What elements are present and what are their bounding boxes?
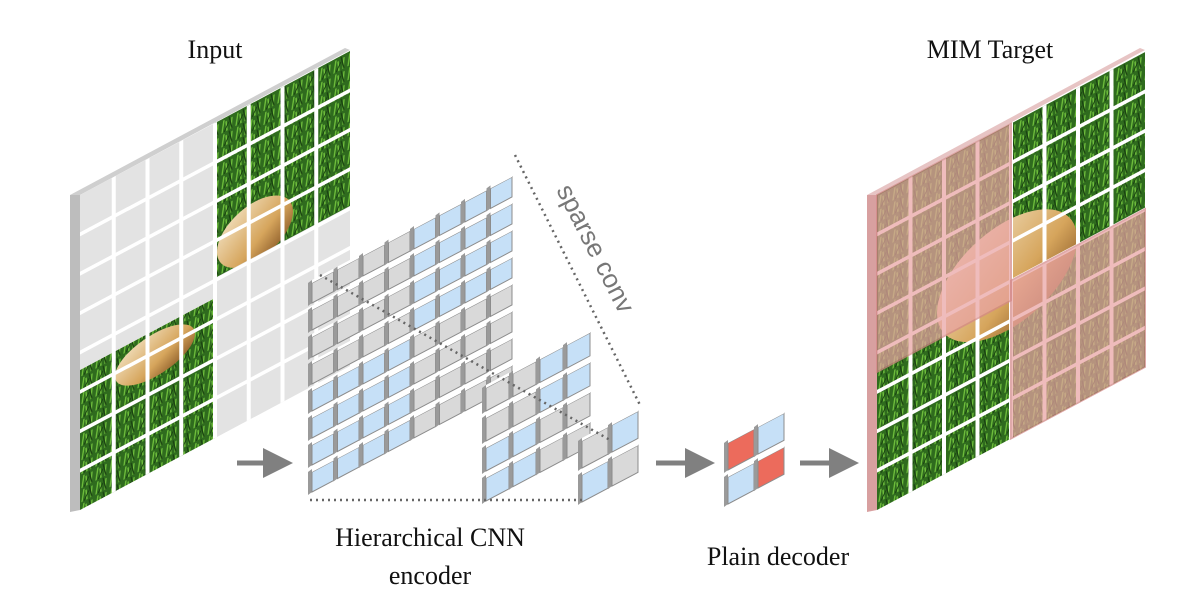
decoder-cell — [724, 460, 755, 507]
encoder-cell-s1 — [486, 174, 513, 212]
encoder-cell-s1 — [359, 322, 385, 360]
encoder-cell-s1 — [486, 255, 513, 293]
encoder-cell-s1 — [461, 187, 487, 225]
encoder-cell-s3 — [608, 442, 639, 490]
encoder-cell-s1 — [333, 282, 360, 320]
mim-target-label: MIM Target — [927, 35, 1054, 64]
encoder-cell-s1 — [461, 268, 487, 306]
encoder-cell-s1 — [435, 228, 462, 266]
encoder-cell-s1 — [333, 309, 360, 347]
encoder-stage-2 — [482, 329, 591, 504]
encoder-cell-s1 — [333, 390, 360, 428]
encoder-cell-s1 — [333, 336, 360, 374]
encoder-cell-s1 — [486, 228, 513, 266]
encoder-cell-s1 — [461, 295, 487, 333]
decoder-block — [724, 410, 785, 507]
encoder-cell-s2 — [536, 404, 564, 446]
encoder-cell-s1 — [461, 322, 487, 360]
sparse-conv-label: sparse conv — [551, 179, 641, 318]
encoder-cell-s1 — [359, 349, 385, 387]
encoder-cell-s1 — [461, 214, 487, 252]
encoder-cell-s1 — [333, 363, 360, 401]
input-grid — [80, 67, 350, 494]
mim-target-image — [867, 48, 1146, 512]
encoder-cell-s1 — [384, 417, 411, 455]
decoder-label: Plain decoder — [707, 542, 850, 571]
encoder-guides — [310, 154, 642, 502]
input-panel-top-edge — [70, 48, 350, 195]
target-panel-face — [876, 52, 1146, 510]
encoder-cell-s1 — [486, 201, 513, 239]
encoder-stage-3 — [578, 408, 639, 505]
encoder-cell-s1 — [333, 417, 360, 455]
encoder-cell-s2 — [563, 329, 591, 372]
encoder-cell-s2 — [482, 462, 510, 504]
encoder-cell-s2 — [482, 372, 510, 414]
encoder-cell-s1 — [359, 241, 385, 279]
encoder-label-line2: encoder — [389, 561, 472, 590]
encoder-cell-s1 — [308, 457, 334, 495]
decoder-cell — [754, 410, 785, 458]
input-panel-edge — [70, 195, 80, 512]
encoder-stage-1 — [308, 174, 513, 495]
encoder-cell-s1 — [384, 282, 411, 320]
encoder-cell-s1 — [435, 255, 462, 293]
encoder-cell-s1 — [486, 336, 513, 374]
encoder-cell-s1 — [384, 255, 411, 293]
encoder-cell-s3 — [608, 408, 639, 456]
target-overlay-top-left — [876, 122, 1012, 374]
target-panel-top-edge — [867, 48, 1145, 195]
encoder-cell-s1 — [486, 309, 513, 347]
encoder-cell-s2 — [482, 432, 510, 474]
encoder-cell-s3 — [578, 458, 609, 505]
encoder-cell-s1 — [410, 241, 436, 279]
encoder-cell-s2 — [563, 419, 591, 462]
encoder-cell-s3 — [578, 424, 609, 471]
encoder-cell-s2 — [563, 389, 591, 432]
encoder-cell-s1 — [384, 336, 411, 374]
input-label: Input — [188, 35, 244, 64]
encoder-cell-s1 — [333, 444, 360, 482]
target-panel-edge — [867, 195, 877, 512]
encoder-cell-s2 — [509, 418, 537, 460]
encoder-cell-s1 — [486, 282, 513, 320]
encoder-cell-s2 — [509, 388, 537, 430]
encoder-cell-s1 — [384, 309, 411, 347]
encoder-cell-s1 — [384, 363, 411, 401]
encoder-cell-s1 — [435, 390, 462, 428]
encoder-cell-s1 — [410, 214, 436, 252]
encoder-cell-s2 — [536, 434, 564, 476]
encoder-label-line1: Hierarchical CNN — [335, 523, 525, 552]
encoder-cell-s2 — [482, 402, 510, 444]
decoder-cell — [754, 444, 785, 492]
encoder-cell-s1 — [359, 430, 385, 468]
encoder-cell-s2 — [509, 448, 537, 490]
target-overlay-bottom-right — [1010, 207, 1146, 441]
encoder-cell-s1 — [410, 349, 436, 387]
dog-patch-top — [217, 195, 293, 268]
encoder-cell-s2 — [563, 359, 591, 402]
encoder-cell-s1 — [461, 376, 487, 414]
input-image — [70, 48, 350, 512]
input-panel-face — [80, 51, 350, 510]
encoder-cell-s1 — [410, 403, 436, 441]
